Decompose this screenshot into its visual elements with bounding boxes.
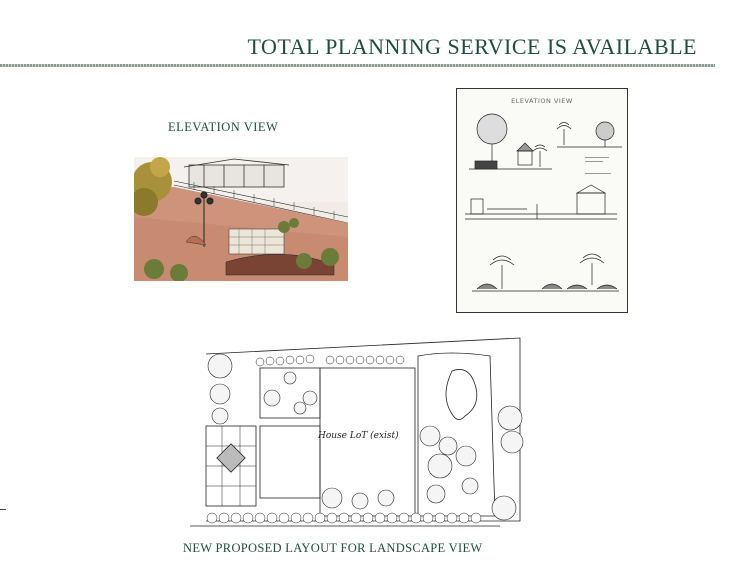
- elevation-view-label: ELEVATION VIEW: [168, 120, 279, 134]
- edge-mark: [0, 509, 6, 510]
- landscape-plan-drawing: [190, 337, 524, 527]
- elevation-drawing-panel: ELEVATION VIEW: [456, 88, 628, 313]
- page-title: TOTAL PLANNING SERVICE IS AVAILABLE: [247, 34, 697, 59]
- layout-caption: NEW PROPOSED LAYOUT FOR LANDSCAPE VIEW: [183, 541, 483, 555]
- panel-title: ELEVATION VIEW: [511, 97, 573, 105]
- header-divider: [0, 64, 715, 67]
- house-lot-label: House LoT (exist): [318, 431, 399, 441]
- elevation-color-rendering: [134, 157, 348, 281]
- elevation-line-drawing: [465, 113, 622, 292]
